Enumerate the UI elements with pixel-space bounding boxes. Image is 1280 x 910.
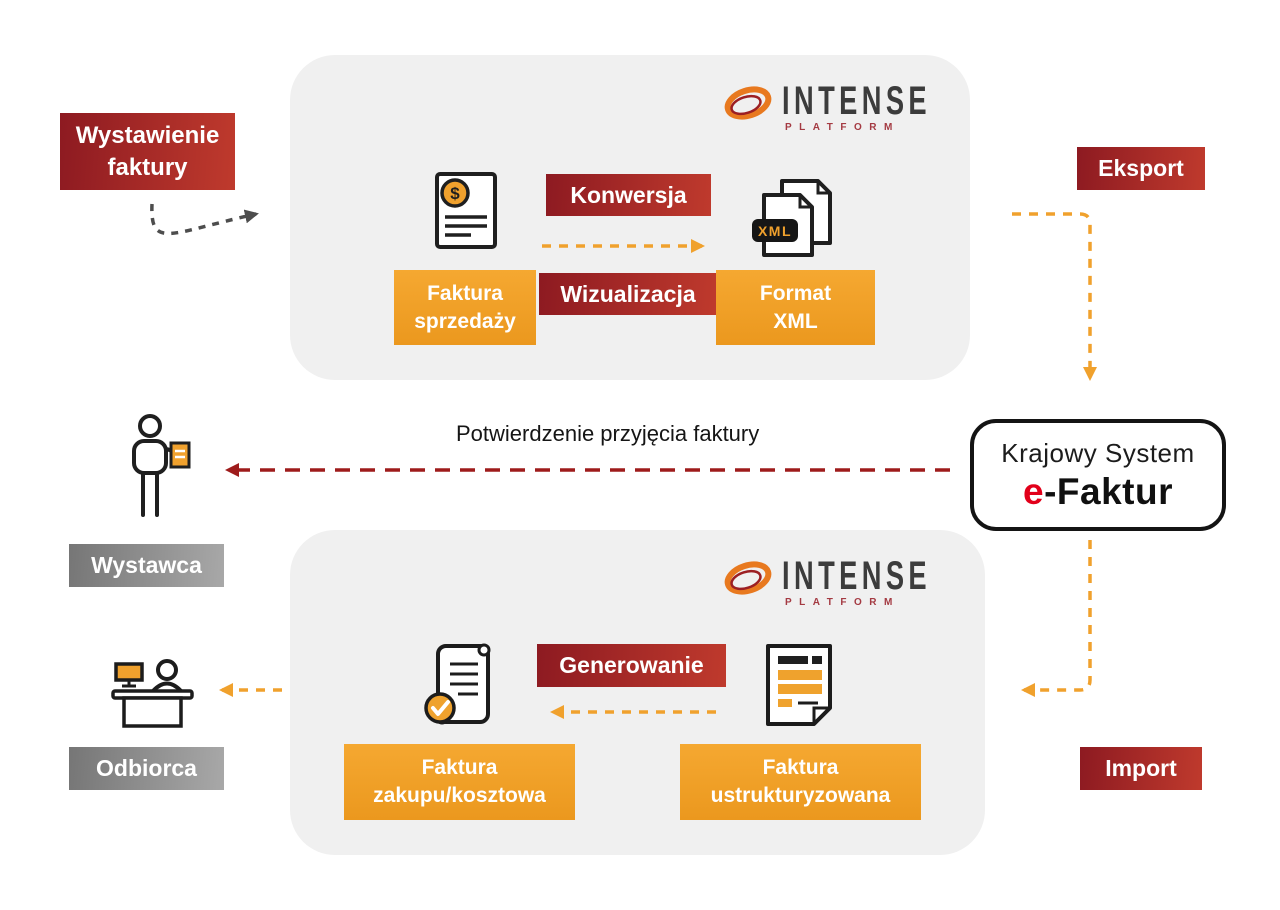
- purchase-invoice-icon: [424, 643, 491, 725]
- wystawca-badge: Wystawca: [69, 544, 224, 587]
- arrow-eksport-to-ksef: [1012, 212, 1097, 381]
- issuer-person-icon: [132, 414, 191, 517]
- ksef-brand-rest: -Faktur: [1044, 470, 1173, 512]
- ksef-brand-accent: e: [1023, 470, 1045, 512]
- ksef-brand: e-Faktur: [1023, 471, 1173, 513]
- ksef-title: Krajowy System: [1001, 437, 1195, 468]
- intense-logo-sub: PLATFORM: [785, 597, 900, 608]
- arrow-ksef-to-import: [1021, 540, 1092, 697]
- format-xml-badge: Format XML: [716, 270, 875, 345]
- xml-file-icon: XML: [752, 179, 832, 257]
- intense-logo-sub: PLATFORM: [785, 122, 900, 133]
- odbiorca-badge: Odbiorca: [69, 747, 224, 790]
- invoice-dollar-symbol: $: [450, 184, 460, 203]
- faktura-zakupu-badge: Faktura zakupu/kosztowa: [344, 744, 575, 820]
- intense-logo-top: INTENSE PLATFORM: [722, 78, 951, 133]
- intense-logo-icon: [724, 561, 772, 595]
- arrow-wystawienie-to-platform: [150, 203, 259, 236]
- ksef-box: Krajowy System e-Faktur: [970, 419, 1226, 531]
- wizualizacja-badge: Wizualizacja: [539, 273, 717, 315]
- sales-invoice-icon: $: [435, 172, 497, 249]
- konwersja-badge: Konwersja: [546, 174, 711, 216]
- eksport-badge: Eksport: [1077, 147, 1205, 190]
- structured-invoice-icon: [766, 644, 832, 726]
- import-badge: Import: [1080, 747, 1202, 790]
- intense-logo-bottom: INTENSE PLATFORM: [722, 553, 951, 608]
- intense-logo-brand: INTENSE: [782, 553, 932, 598]
- wystawienie-faktury-badge: Wystawienie faktury: [60, 113, 235, 190]
- intense-logo-brand: INTENSE: [782, 78, 932, 123]
- intense-logo-icon: [724, 86, 772, 120]
- faktura-ustrukturyzowana-badge: Faktura ustrukturyzowana: [680, 744, 921, 820]
- receiver-desk-icon: [111, 659, 194, 728]
- generowanie-badge: Generowanie: [537, 644, 726, 687]
- xml-icon-label: XML: [758, 223, 792, 239]
- faktura-sprzedazy-badge: Faktura sprzedaży: [394, 270, 536, 345]
- confirmation-text: Potwierdzenie przyjęcia faktury: [456, 421, 760, 446]
